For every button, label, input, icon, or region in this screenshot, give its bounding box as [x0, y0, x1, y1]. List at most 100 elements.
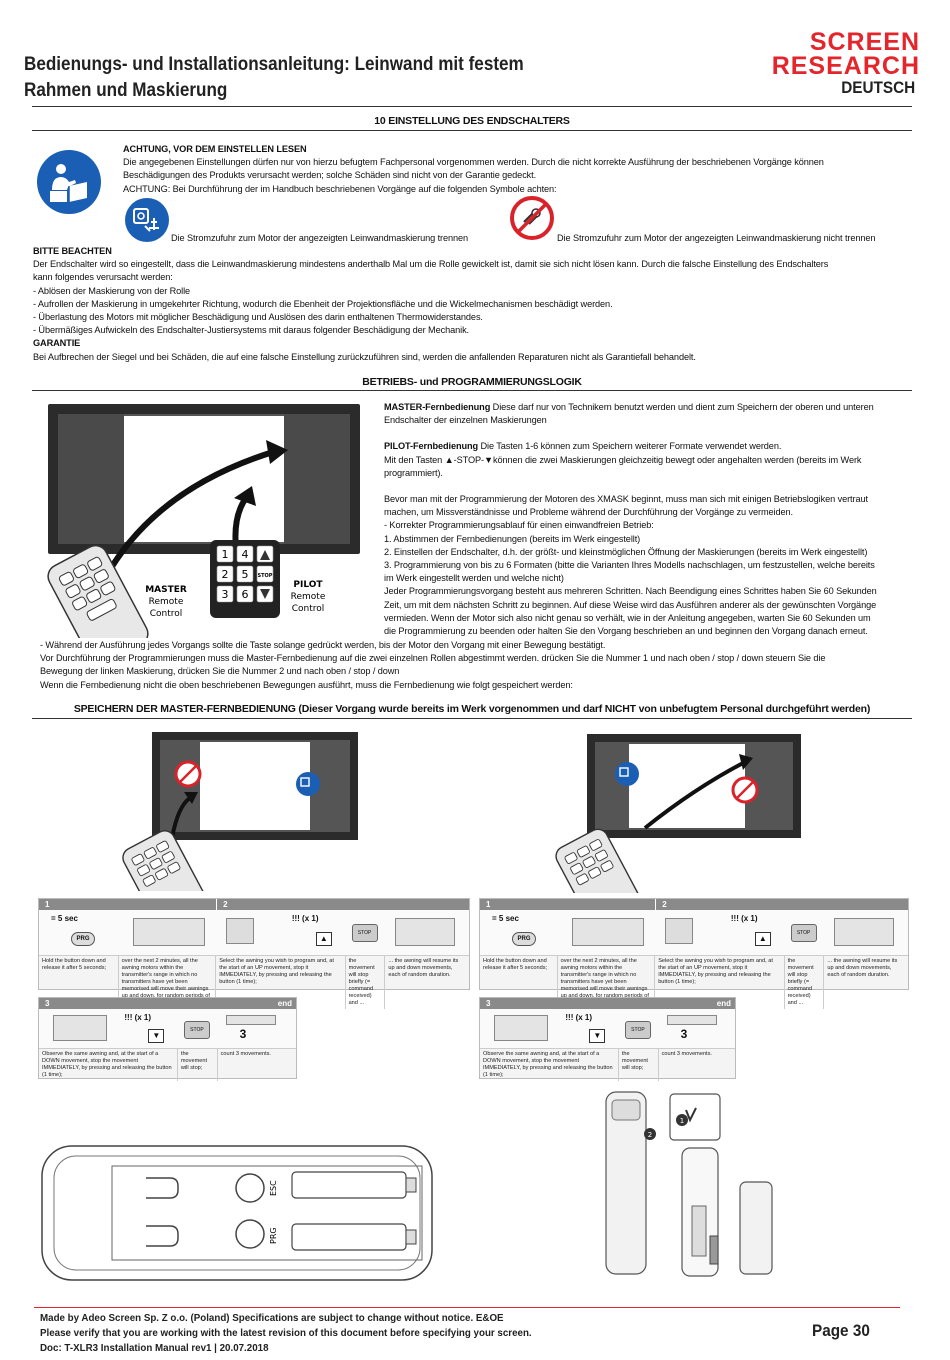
brand-line1: SCREEN	[809, 28, 920, 56]
keypad-key: 3	[222, 588, 229, 601]
x1-label: !!! (x 1)	[124, 1013, 152, 1022]
step3-caption1: Observe the same awning and, at the star…	[39, 1049, 178, 1081]
pilot-control-label: Control	[292, 604, 325, 614]
keypad-key: 5	[242, 568, 249, 581]
note-line: kann folgendes verursacht werden:	[33, 272, 173, 283]
language-label: DEUTSCH	[841, 78, 915, 97]
page-number: Page 30	[812, 1321, 870, 1340]
brand-line2: RESEARCH	[771, 52, 920, 80]
prg-button: PRG	[512, 932, 536, 946]
logic-line: 1. Abstimmen der Fernbedienungen (bereit…	[384, 533, 641, 544]
step3-caption2: the movement will stop;	[178, 1049, 218, 1081]
section-title-master-memory: SPEICHERN DER MASTER-FERNBEDIENUNG (Dies…	[73, 703, 871, 715]
logic-line: die Programmierung zu beenden oder halte…	[384, 626, 868, 637]
keypad-stop: STOP	[258, 573, 273, 579]
pilot-text2: Mit den Tasten ▲-STOP-▼können die zwei M…	[384, 454, 862, 465]
keypad-key: 6	[242, 588, 249, 601]
section-title-logic: BETRIEBS- und PROGRAMMIERUNGSLOGIK	[362, 376, 582, 388]
stop-button: STOP	[624, 1021, 651, 1039]
bottom-line: Bewegung der linken Maskierung, drücken …	[40, 666, 400, 677]
section-title-endschalter: 10 EINSTELLUNG DES ENDSCHALTERS	[374, 115, 570, 127]
master-label: MASTER	[145, 585, 187, 595]
keypad-key: 4	[242, 548, 249, 561]
logic-line: Zeit, um mit dem nächsten Schritt zu beg…	[384, 599, 877, 610]
section-divider	[32, 390, 912, 391]
stop-image: STOP	[346, 910, 386, 955]
logic-line: im Werk eingestellt werden und welche ni…	[384, 573, 564, 584]
note-block: BITTE BEACHTEN Der Endschalter wird so e…	[33, 245, 913, 364]
footer-line3: Doc: T-XLR3 Installation Manual rev1 | 2…	[40, 1342, 269, 1354]
remote-description: MASTER-Fernbedienung Diese darf nur von …	[384, 401, 914, 638]
remote-opening-illustration: 2 1	[605, 1091, 773, 1277]
logic-line: vermieden. Wenn der Motor sich also nich…	[384, 612, 871, 623]
step-images: = 5 sec PRG !!! (x 1) ▲ STOP	[39, 910, 469, 956]
note-line: - Aufrollen der Maskierung in umgekehrte…	[33, 298, 613, 309]
stop-image: STOP	[619, 1009, 659, 1048]
step-panel-3-left: 3 end !!! (x 1) ▼ STOP 3 Observe the sam…	[38, 997, 297, 1081]
up-arrow-icon: ▲	[315, 932, 332, 946]
down-arrow-icon: ▼	[589, 1029, 606, 1043]
pilot-remote-label: Remote	[291, 592, 326, 602]
bottom-line: - Während der Ausführung jedes Vorgangs …	[40, 640, 606, 650]
step3-caption1: Observe the same awning and, at the star…	[480, 1049, 619, 1081]
step2-caption1: Select the awning you wish to program an…	[655, 956, 785, 1009]
x1-down-image: !!! (x 1) ▼	[118, 1009, 178, 1048]
x1-down-image: !!! (x 1) ▼	[559, 1009, 619, 1048]
symbol2-label: Die Stromzufuhr zum Motor der angezeigte…	[557, 233, 876, 243]
document-title: Bedienungs- und Installationsanleitung: …	[24, 52, 600, 104]
logic-line: Bevor man mit der Programmierung der Mot…	[384, 494, 868, 505]
document-title-line2: Rahmen und Maskierung	[24, 80, 228, 101]
step1-header: 1	[480, 899, 656, 910]
note-line: - Übermäßiges Aufwickeln des Endschalter…	[33, 325, 470, 336]
step-marker-1: 1	[680, 1117, 684, 1125]
logic-line: machen, um Missverständnisse und Problem…	[384, 507, 793, 518]
step2-header: 2	[216, 899, 469, 910]
step3-header: 3	[39, 998, 258, 1009]
timer-label: = 5 sec	[492, 914, 519, 923]
end-label: end	[696, 998, 735, 1009]
step-panel-1-2-left: 1 2 = 5 sec PRG !!! (x 1) ▲ STOP Hold th…	[38, 898, 470, 1009]
step2-caption3: ... the awning will resume its up and do…	[827, 958, 898, 978]
count-label: 3	[239, 1027, 247, 1041]
stop-image: STOP	[785, 910, 825, 955]
warning-heading: ACHTUNG, VOR DEM EINSTELLEN LESEN	[123, 144, 307, 154]
down-arrow-icon: ▼	[148, 1029, 165, 1043]
prg-button: PRG	[71, 932, 95, 946]
awning-select-image	[655, 910, 725, 955]
document-title-line1: Bedienungs- und Installationsanleitung: …	[24, 54, 524, 75]
warning-text2: Beschädigungen des Produkts verursacht w…	[123, 170, 537, 181]
count-image: 3	[659, 1009, 735, 1048]
step3-caption3: count 3 movements.	[661, 1051, 712, 1057]
warning-text1: Die angegebenen Einstellungen dürfen nur…	[123, 157, 824, 168]
step3-caption3: count 3 movements.	[220, 1051, 271, 1057]
esc-label: ESC	[269, 1180, 278, 1196]
warranty-text: Bei Aufbrechen der Siegel und bei Schäde…	[33, 351, 696, 362]
warranty-heading: GARANTIE	[33, 338, 81, 349]
footer-divider	[34, 1307, 900, 1308]
step2-header: 2	[655, 899, 908, 910]
step-marker-2: 2	[648, 1131, 652, 1139]
disconnect-power-icon	[125, 198, 169, 242]
footer-line2: Please verify that you are working with …	[40, 1327, 532, 1339]
keypad-key: 1	[222, 548, 229, 561]
timer-prg-image: = 5 sec PRG	[39, 910, 119, 955]
no-disconnect-icon	[510, 196, 554, 240]
symbol1-label: Die Stromzufuhr zum Motor der angezeigte…	[171, 233, 469, 243]
keypad-key: 2	[222, 568, 229, 581]
prg-vertical-label: PRG	[269, 1227, 278, 1244]
count-image: 3	[218, 1009, 296, 1048]
awning-resume-image	[385, 910, 469, 955]
step-panel-3-right: 3 end !!! (x 1) ▼ STOP 3 Observe the sam…	[479, 997, 736, 1081]
logic-line: Jeder Programmierungsvorgang besteht aus…	[384, 586, 877, 597]
logic-line: 2. Einstellen der Endschalter, d.h. der …	[384, 546, 868, 557]
step3-caption2: the movement will stop;	[619, 1049, 659, 1081]
step2-caption1: Select the awning you wish to program an…	[216, 956, 346, 1009]
master-text2: Endschalter der einzelnen Maskierungen	[384, 415, 547, 426]
step-headers: 1 2	[39, 899, 469, 910]
awning-select-image	[216, 910, 286, 955]
x1-label: !!! (x 1)	[730, 914, 758, 923]
pilot-label: PILOT	[293, 580, 323, 590]
x1-up-image: !!! (x 1) ▲	[286, 910, 346, 955]
note-line: Der Endschalter wird so eingestellt, das…	[33, 259, 829, 270]
header-divider	[32, 106, 912, 107]
